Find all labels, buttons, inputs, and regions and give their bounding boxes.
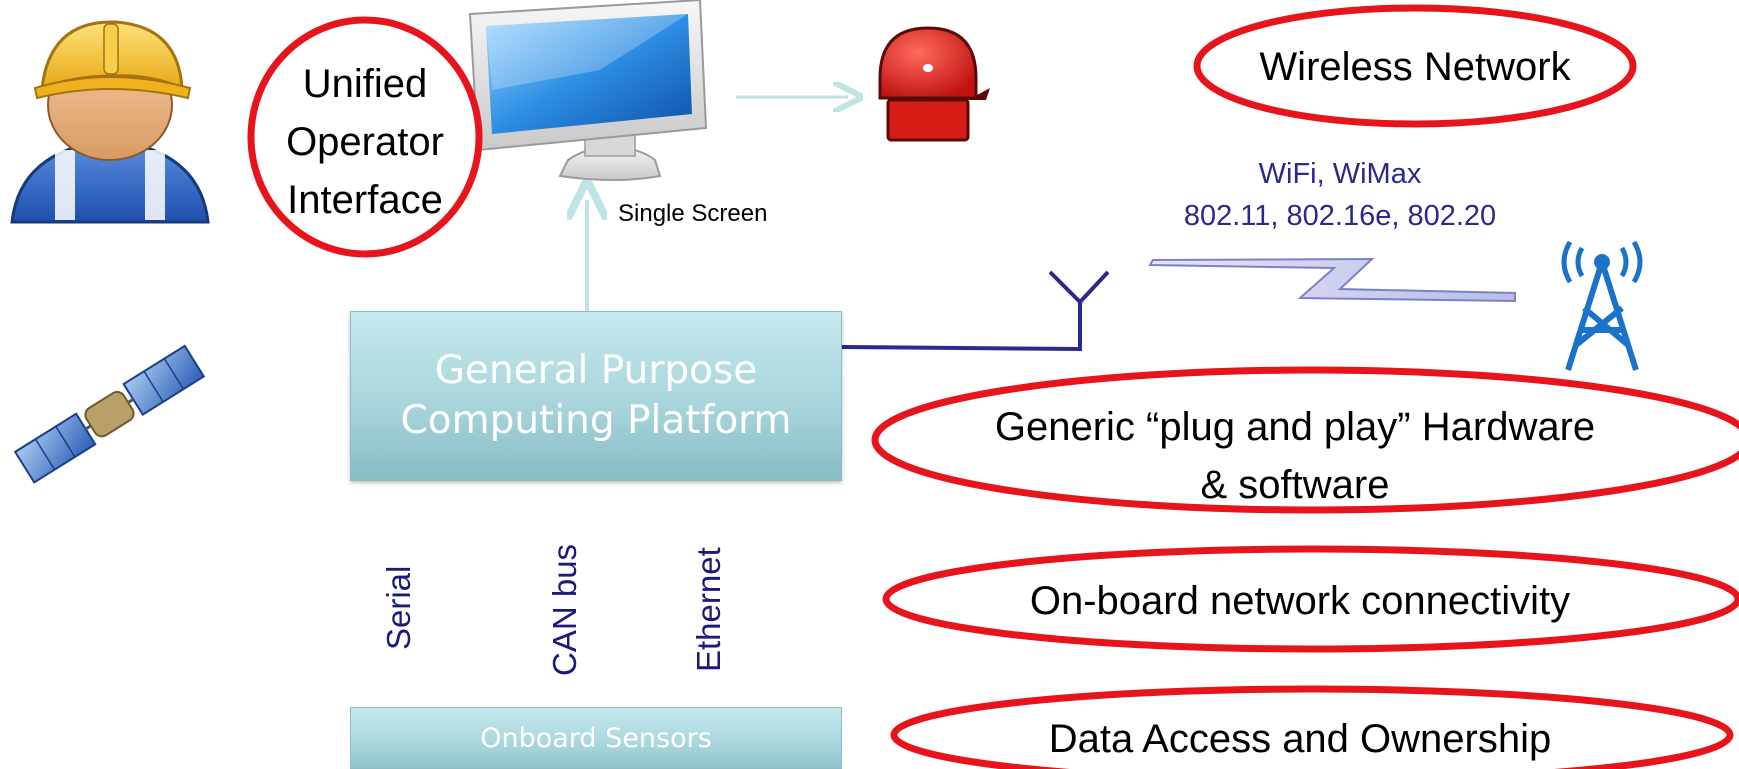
alarm-bell-icon [878, 26, 990, 142]
computing-platform-box: General Purpose Computing Platform [350, 311, 842, 481]
wireless-network-title: Wireless Network [1259, 45, 1571, 89]
operator-label-line-1: Unified [302, 62, 428, 106]
wireless-standards: WiFi, WiMax 802.11, 802.16e, 802.20 [1130, 153, 1550, 237]
operator-label-line-3: Interface [287, 178, 443, 222]
connection-ethernet: Ethernet [690, 547, 727, 672]
wireless-standards-line-2: 802.11, 802.16e, 802.20 [1183, 200, 1497, 232]
single-screen-caption: Single Screen [618, 200, 768, 227]
onboard-sensors-box: Onboard Sensors [350, 707, 842, 769]
monitor-icon [468, 0, 708, 181]
operator-label-line-2: Operator [286, 120, 444, 164]
operator-interface-label: Unified Operator Interface [250, 55, 480, 229]
plug-and-play-line-1: Generic “plug and play” Hardware [994, 405, 1596, 449]
network-line [841, 300, 1082, 352]
platform-line-1: General Purpose [434, 348, 758, 393]
platform-line-2: Computing Platform [400, 398, 792, 443]
data-access-label: Data Access and Ownership [1048, 717, 1552, 761]
connection-can-bus: CAN bus [546, 543, 583, 676]
connection-serial: Serial [380, 565, 417, 650]
antenna-icon [1048, 270, 1110, 304]
network-connectivity-oval [882, 545, 1739, 653]
wireless-network-oval [1193, 4, 1637, 128]
sensors-label: Onboard Sensors [480, 722, 712, 754]
wireless-standards-line-1: WiFi, WiMax [1258, 158, 1422, 190]
data-access-oval [890, 685, 1734, 769]
network-connectivity-label: On-board network connectivity [1029, 579, 1571, 623]
worker-icon [10, 20, 210, 224]
plug-and-play-line-2: & software [1200, 463, 1390, 507]
plug-and-play-label: Generic “plug and play” Hardware & softw… [900, 398, 1690, 514]
plug-and-play-oval [871, 366, 1739, 514]
radio-tower-icon [1561, 240, 1643, 371]
lightning-link-icon [1148, 257, 1516, 303]
satellite-icon [13, 344, 206, 484]
operator-interface-oval [247, 16, 483, 258]
